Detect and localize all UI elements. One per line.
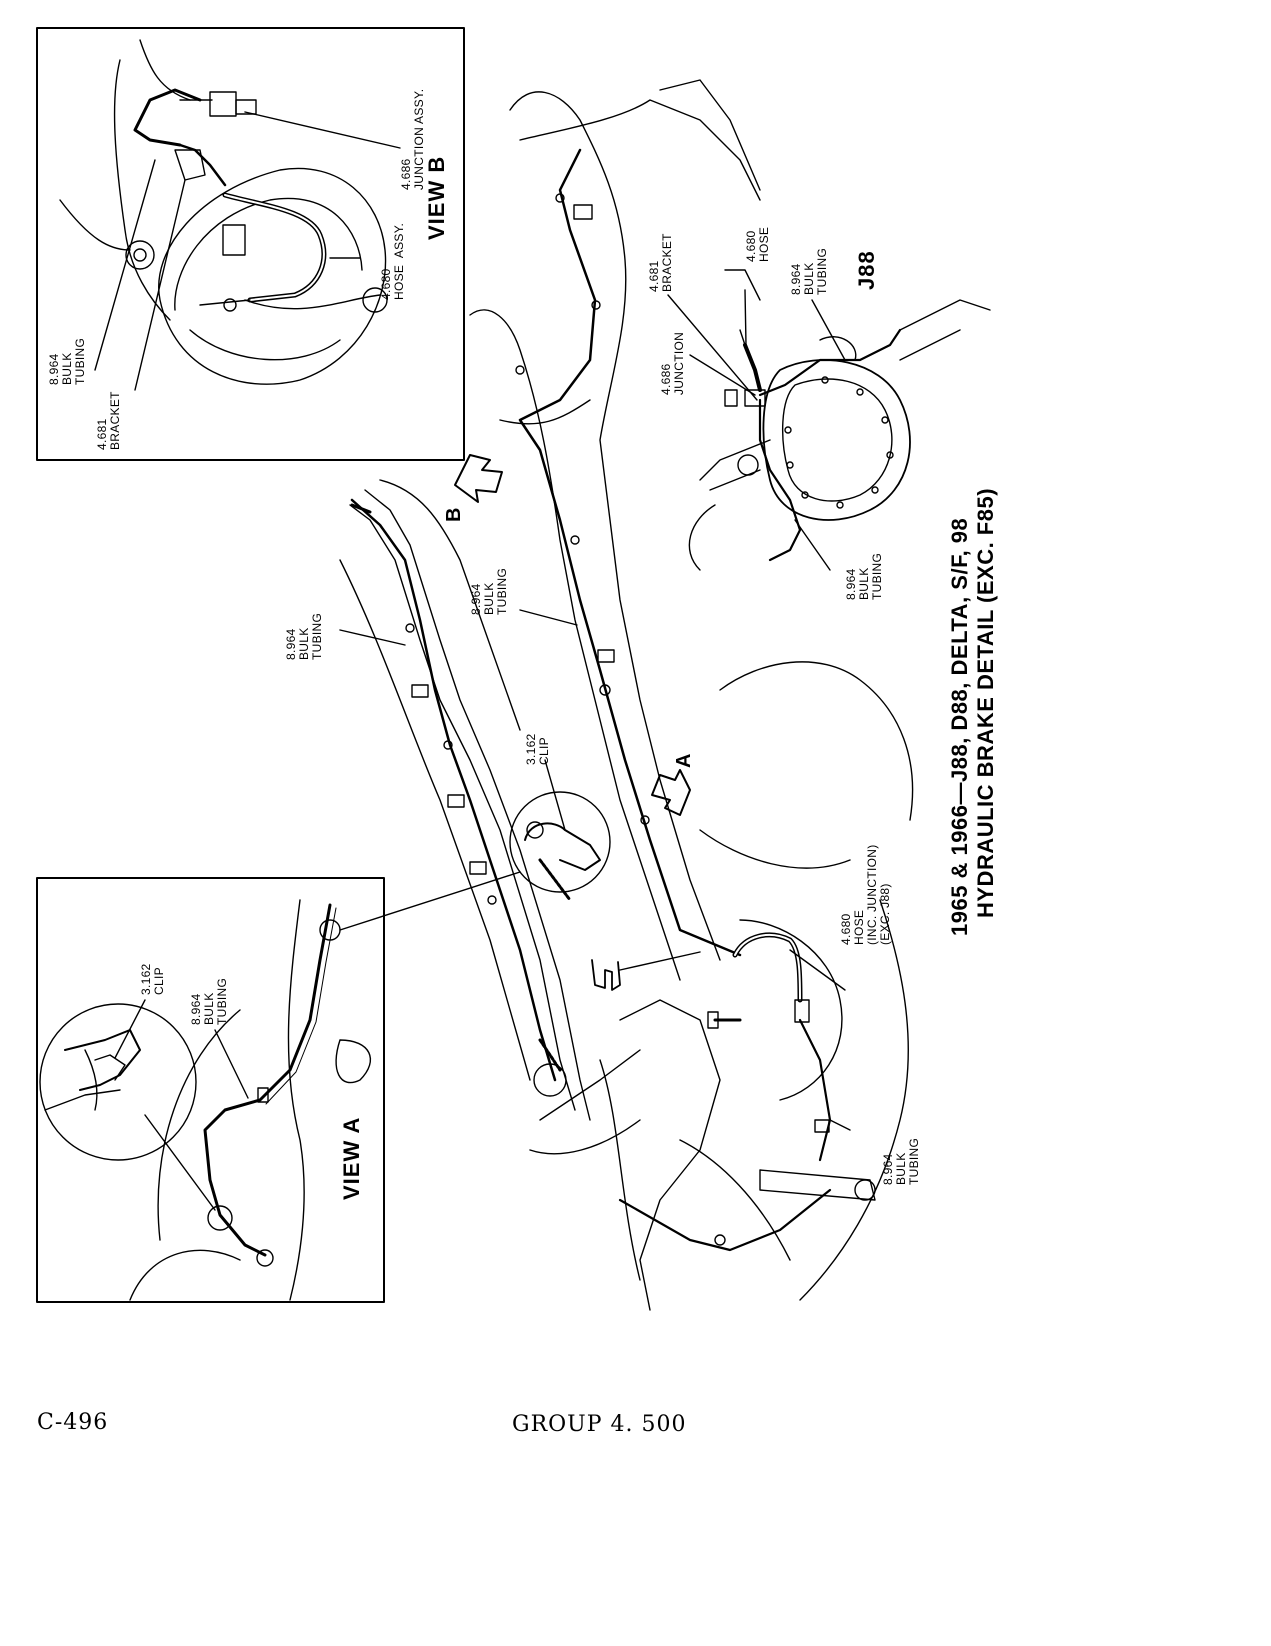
view-arrows (454, 454, 691, 816)
j88-bulk-tubing-label: 8.964 BULK TUBING (789, 247, 829, 295)
page-code: C-496 (37, 1410, 109, 1435)
j88-bracket-label: 4.681 BRACKET (647, 233, 674, 292)
front-bulk-tubing-label: 8.964 BULK TUBING (881, 1137, 921, 1185)
arrow-a-label: A (673, 753, 695, 768)
front-hose-label: 4.680 HOSE (INC. JUNCTION) (EXC. J88) (839, 844, 892, 946)
group-number: GROUP 4. 500 (512, 1412, 687, 1437)
main-frame (339, 79, 991, 1311)
view-a-inset (36, 871, 521, 1303)
view-b-title: VIEW B (424, 155, 449, 240)
view-a-clip-label: 3.162 CLIP (139, 963, 166, 995)
diagram-title-line1: 1965 & 1966—J88, D88, DELTA, S/F, 98 (947, 517, 972, 936)
view-b-hose-assy-label: 4.680 HOSE ASSY. (379, 222, 406, 300)
arrow-b-label: B (443, 507, 465, 522)
j88-junction-label: 4.686 JUNCTION (659, 331, 686, 395)
diagram-title-line2: HYDRAULIC BRAKE DETAIL (EXC. F85) (973, 487, 998, 918)
j88-tag: J88 (854, 250, 879, 290)
view-a-bulk-tubing-label: 8.964 BULK TUBING (189, 977, 229, 1025)
view-b-bulk-tubing-label: 8.964 BULK TUBING (47, 337, 87, 385)
view-a-title: VIEW A (339, 1116, 364, 1200)
j88-axle-bulk-tubing-label: 8.964 BULK TUBING (844, 552, 884, 600)
view-b-inset (36, 27, 465, 461)
view-b-junction-assy-label: 4.686 JUNCTION ASSY. (399, 88, 426, 190)
view-b-bracket-label: 4.681 BRACKET (95, 391, 122, 450)
main-clip-label: 3.162 CLIP (524, 733, 551, 765)
j88-hose-label: 4.680 HOSE (744, 226, 771, 262)
center-bulk-tubing-label: 8.964 BULK TUBING (469, 567, 509, 615)
left-bulk-tubing-label: 8.964 BULK TUBING (284, 612, 324, 660)
